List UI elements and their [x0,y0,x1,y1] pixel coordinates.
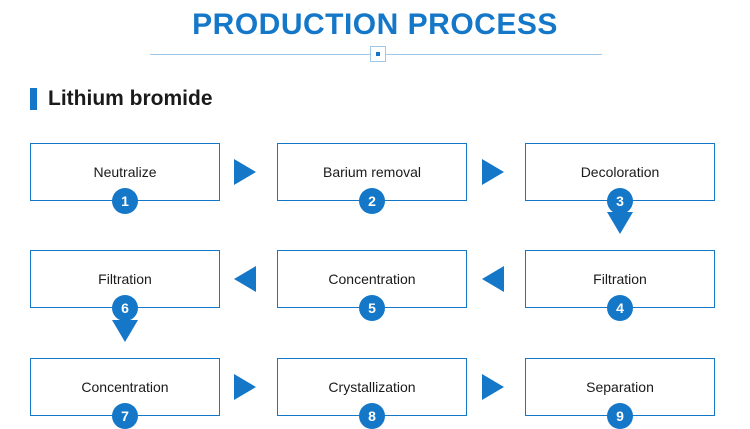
process-step-8: Crystallization 8 [277,358,467,429]
process-step-badge: 6 [112,295,138,321]
process-step-badge: 9 [607,403,633,429]
arrow-concentration-to-filtration [234,266,256,292]
arrow-concentration-to-crystallization [234,374,256,400]
section-heading: Lithium bromide [30,85,213,113]
process-step-badge: 3 [607,188,633,214]
process-step-3: Decoloration 3 [525,143,715,214]
page-title: PRODUCTION PROCESS [192,8,558,41]
process-step-label: Concentration [81,379,169,395]
arrow-neutralize-to-barium-removal [234,159,256,185]
header-rule-right [382,54,602,55]
process-step-badge: 7 [112,403,138,429]
process-step-7: Concentration 7 [30,358,220,429]
process-step-label: Decoloration [580,164,660,180]
section-accent-bar [30,88,37,110]
arrow-decoloration-to-filtration [607,212,633,234]
process-step-9: Separation 9 [525,358,715,429]
header-rule-left [150,54,370,55]
process-step-label: Neutralize [93,164,157,180]
process-step-label: Filtration [98,271,152,287]
process-step-badge: 1 [112,188,138,214]
process-step-badge: 4 [607,295,633,321]
process-step-badge: 5 [359,295,385,321]
process-step-1: Neutralize 1 [30,143,220,214]
arrow-barium-removal-to-decoloration [482,159,504,185]
process-step-6: Filtration 6 [30,250,220,321]
process-step-label: Separation [586,379,654,395]
process-step-2: Barium removal 2 [277,143,467,214]
process-step-label: Barium removal [322,164,422,180]
page-header: PRODUCTION PROCESS [0,0,750,70]
process-step-badge: 2 [359,188,385,214]
process-step-4: Filtration 4 [525,250,715,321]
process-step-label: Crystallization [328,379,416,395]
process-step-badge: 8 [359,403,385,429]
diamond-divider-icon [370,46,386,62]
process-step-label: Concentration [328,271,416,287]
process-step-5: Concentration 5 [277,250,467,321]
arrow-crystallization-to-separation [482,374,504,400]
arrow-filtration-to-concentration [482,266,504,292]
section-title-text: Lithium bromide [48,87,213,110]
process-step-label: Filtration [593,271,647,287]
arrow-filtration-to-concentration-2 [112,320,138,342]
